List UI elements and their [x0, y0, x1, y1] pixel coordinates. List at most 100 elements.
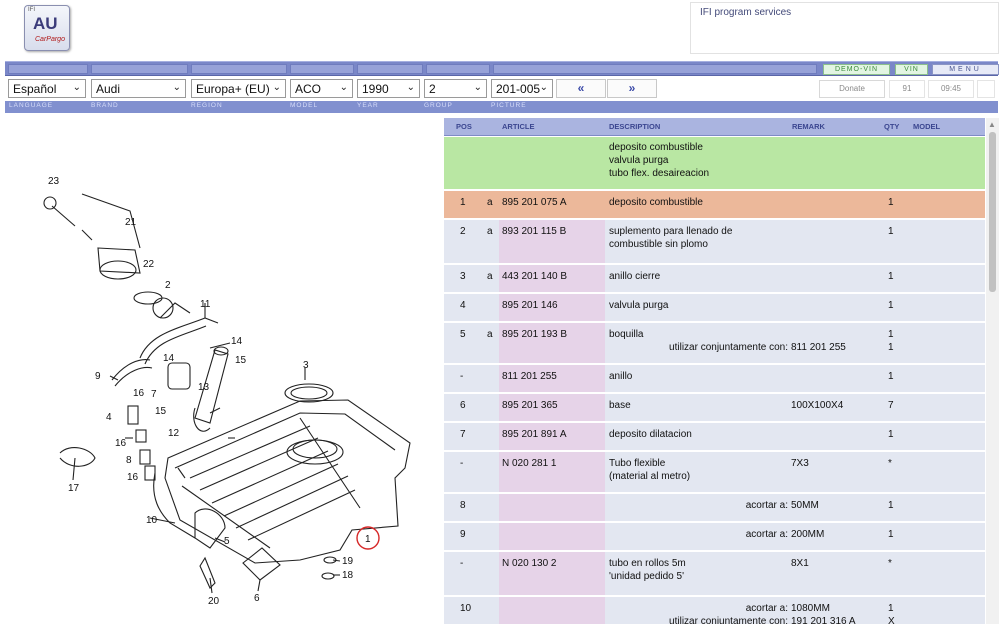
picture-select[interactable]: 201-005⌄ — [491, 79, 553, 98]
article-cell-bg — [499, 394, 605, 421]
callout-9[interactable]: 9 — [95, 371, 101, 382]
callout-6[interactable]: 6 — [254, 593, 260, 604]
chevron-down-icon: ⌄ — [339, 82, 348, 93]
callout-10[interactable]: 10 — [146, 515, 158, 526]
app-logo[interactable]: IFI AU CarPargo — [24, 5, 70, 51]
group-select[interactable]: 2⌄ — [424, 79, 487, 98]
callout-1[interactable]: 1 — [365, 534, 371, 545]
table-row[interactable]: 8 acortar a:50MM 1 — [444, 494, 985, 521]
group-header-line: deposito combustible — [609, 142, 703, 153]
callout-14[interactable]: 14 — [231, 336, 243, 347]
article-cell-bg — [499, 494, 605, 521]
vin-button[interactable]: VIN — [895, 64, 928, 75]
col-qty: QTY — [884, 122, 900, 131]
article-cell-bg — [499, 294, 605, 321]
callout-5[interactable]: 5 — [224, 536, 230, 547]
callout-23[interactable]: 23 — [48, 176, 60, 187]
year-select[interactable]: 1990⌄ — [357, 79, 420, 98]
model-select[interactable]: ACO⌄ — [290, 79, 353, 98]
highlighted-callout-circle[interactable] — [356, 526, 380, 550]
callout-15[interactable]: 15 — [235, 355, 247, 366]
callout-16[interactable]: 16 — [127, 472, 139, 483]
callout-18[interactable]: 18 — [342, 570, 354, 581]
row-note: acortar a: — [745, 529, 788, 540]
row-pos: - — [460, 371, 464, 382]
region-value: Europa+ (EU) — [196, 82, 270, 96]
callout-22[interactable]: 22 — [143, 259, 155, 270]
row-remark: 811 201 255 — [791, 342, 846, 353]
toolbar-segment — [426, 64, 490, 74]
language-select[interactable]: Español⌄ — [8, 79, 86, 98]
row-article: 895 201 146 — [502, 300, 558, 311]
row-pos: 3 — [460, 271, 466, 282]
row-remark: 1080MM — [791, 603, 830, 614]
callout-13[interactable]: 13 — [198, 382, 210, 393]
row-pos: 1 — [460, 197, 466, 208]
logo-small-text: IFI — [28, 7, 35, 13]
table-scrollbar[interactable]: ▲ — [986, 118, 999, 624]
region-select[interactable]: Europa+ (EU)⌄ — [191, 79, 286, 98]
article-cell-bg — [499, 597, 605, 624]
row-description: deposito combustible — [609, 197, 703, 208]
row-qty: 1 — [888, 342, 894, 353]
time-display: 09:45 — [928, 80, 974, 98]
menu-button[interactable]: MENU — [932, 64, 999, 75]
row-remark: 7X3 — [791, 458, 809, 469]
callout-7[interactable]: 7 — [151, 389, 157, 400]
scroll-thumb[interactable] — [989, 132, 996, 292]
col-model: MODEL — [913, 122, 941, 131]
callout-19[interactable]: 19 — [342, 556, 354, 567]
callout-21[interactable]: 21 — [125, 217, 137, 228]
callout-3[interactable]: 3 — [303, 360, 309, 371]
group-header-line: tubo flex. desaireacion — [609, 168, 710, 179]
row-article: 811 201 255 — [502, 371, 557, 382]
ifi-services-panel: IFI program services — [690, 2, 999, 54]
donate-button[interactable]: Donate — [819, 80, 885, 98]
callout-20[interactable]: 20 — [208, 596, 220, 607]
row-note: acortar a: — [745, 500, 788, 511]
callout-11[interactable]: 11 — [200, 299, 211, 310]
ifi-services-link[interactable]: IFI program services — [700, 7, 792, 18]
callout-2[interactable]: 2 — [165, 280, 171, 291]
callout-8[interactable]: 8 — [126, 455, 132, 466]
col-pos: POS — [456, 122, 472, 131]
demo-vin-button[interactable]: DEMO-VIN — [823, 64, 890, 75]
chevron-down-icon: ⌄ — [473, 82, 482, 93]
row-qty: 1 — [888, 500, 894, 511]
callout-17[interactable]: 17 — [68, 483, 80, 494]
row-pos: - — [460, 558, 464, 569]
callout-15[interactable]: 15 — [155, 406, 167, 417]
callout-12[interactable]: 12 — [168, 428, 180, 439]
callout-14[interactable]: 14 — [163, 353, 175, 364]
callout-4[interactable]: 4 — [106, 412, 112, 423]
row-qty: 1 — [888, 300, 894, 311]
col-remark: REMARK — [792, 122, 825, 131]
extra-box — [977, 80, 995, 98]
callout-16[interactable]: 16 — [115, 438, 127, 449]
group-value: 2 — [429, 82, 436, 96]
row-qty: * — [888, 458, 892, 469]
previous-button[interactable]: « — [556, 79, 606, 98]
row-remark: 50MM — [791, 500, 819, 511]
row-pos: 8 — [460, 500, 466, 511]
callout-16[interactable]: 16 — [133, 388, 145, 399]
next-button[interactable]: » — [607, 79, 657, 98]
brand-select[interactable]: Audi⌄ — [91, 79, 186, 98]
row-pos: 9 — [460, 529, 466, 540]
scroll-up-icon[interactable]: ▲ — [988, 120, 996, 129]
row-remark: 100X100X4 — [791, 400, 844, 411]
row-description: base — [609, 400, 631, 411]
